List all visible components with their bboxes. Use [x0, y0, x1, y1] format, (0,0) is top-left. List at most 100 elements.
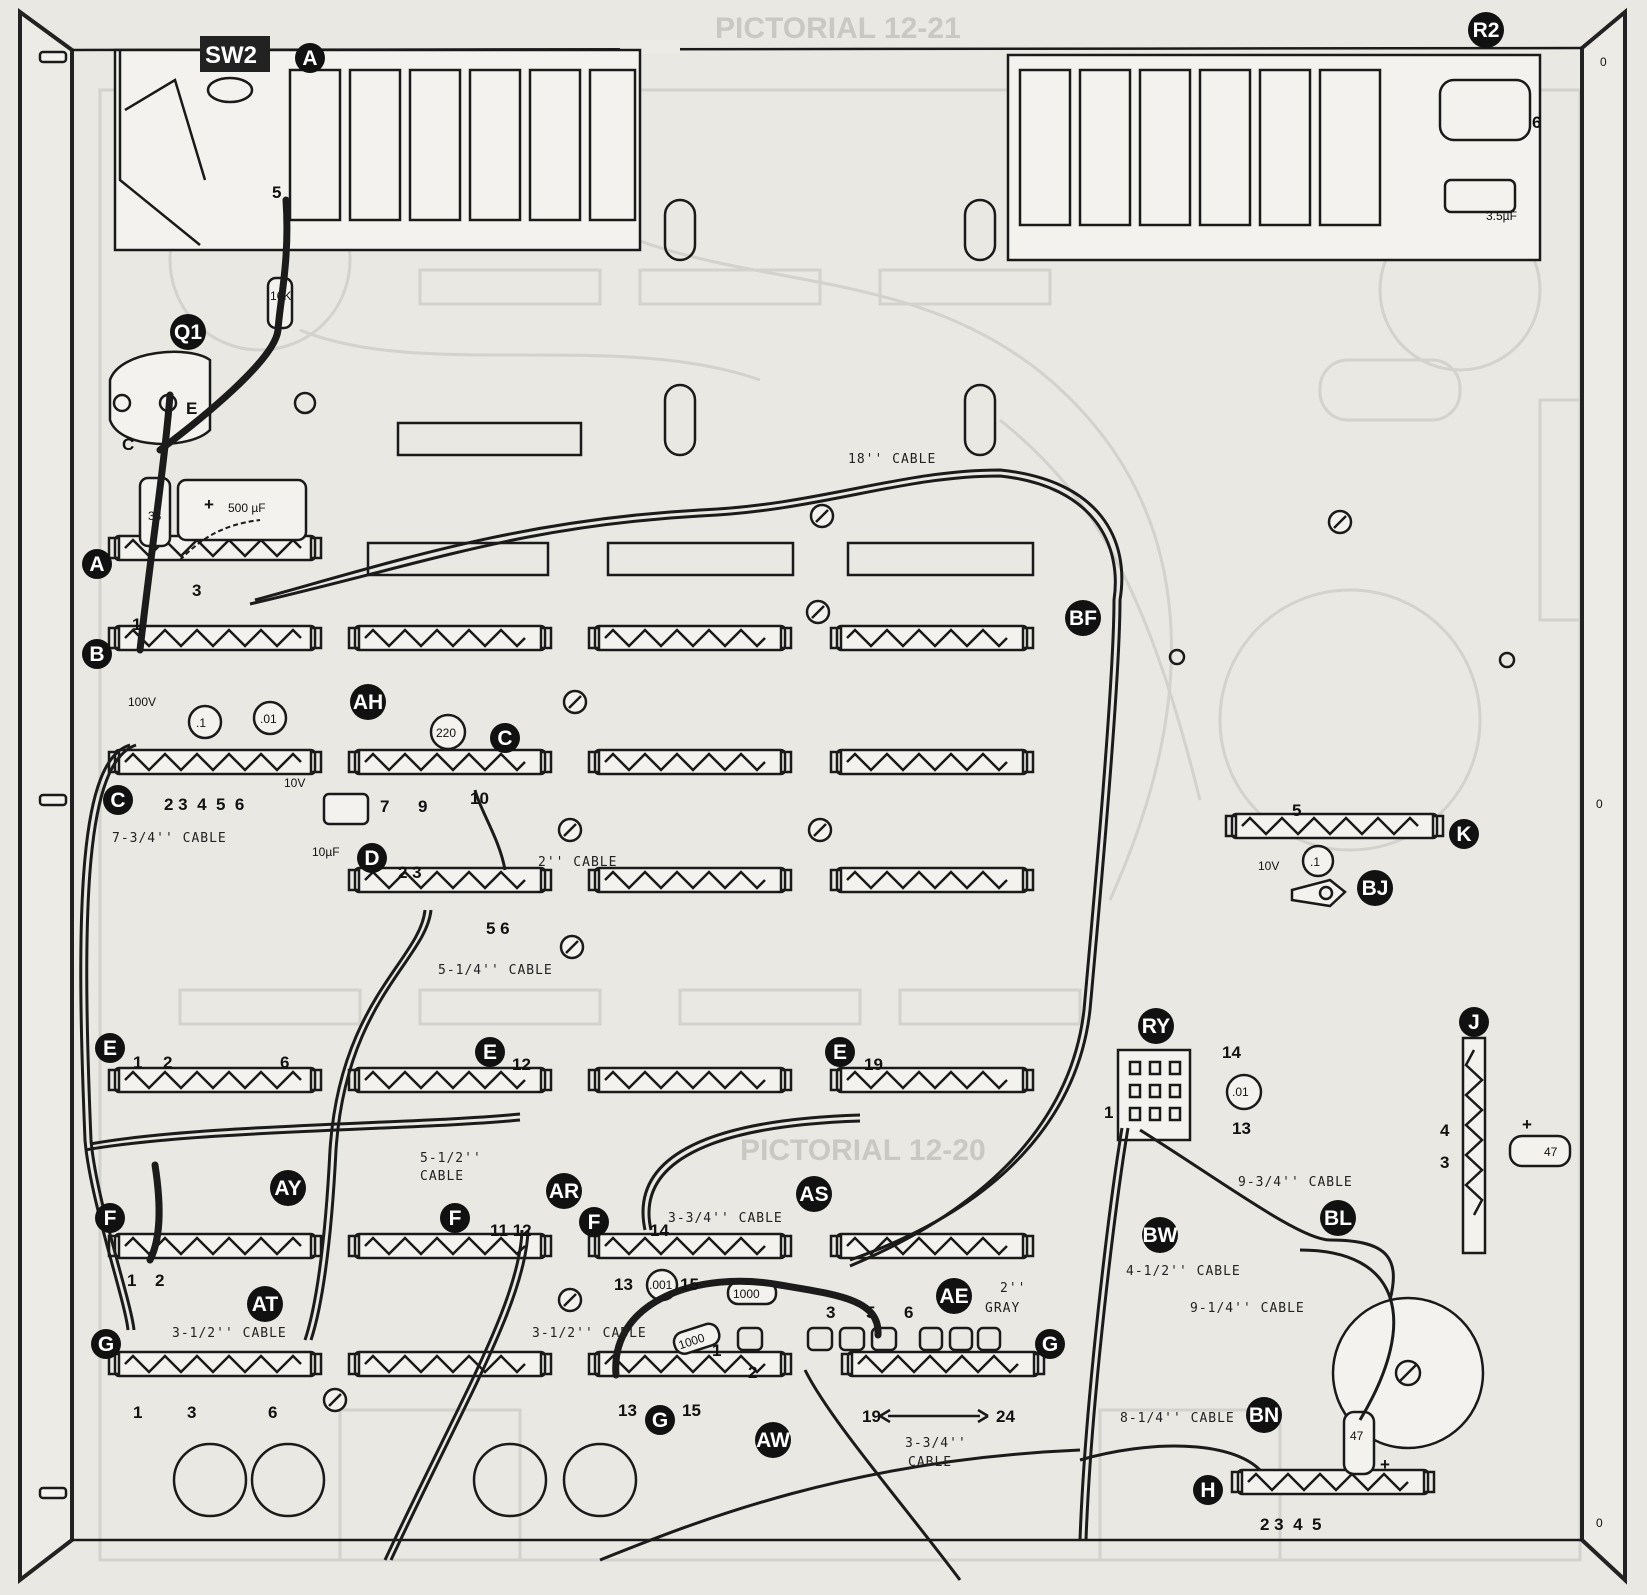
lug-number: 10 — [470, 789, 489, 808]
terminal-strip — [347, 866, 553, 894]
lug-number: 2 3 — [398, 863, 422, 882]
lug-number: 7 — [380, 797, 389, 816]
svg-text:AS: AS — [799, 1183, 828, 1206]
callout-badge-f: F — [579, 1207, 609, 1237]
lug-number: 13 — [614, 1275, 633, 1294]
cable-label: 3-1/2'' CABLE — [532, 1326, 647, 1341]
lug-number: 1 — [133, 1053, 142, 1072]
lug-number: 2 — [163, 1053, 172, 1072]
lug-number: 24 — [996, 1407, 1015, 1426]
chassis: 0 0 0 — [18, 7, 1627, 1585]
screw — [807, 817, 833, 843]
screw — [809, 503, 835, 529]
cable-label: 9-3/4'' CABLE — [1238, 1175, 1353, 1190]
lug-number: 6 — [904, 1303, 913, 1322]
resistor-value: 1000 — [733, 1287, 760, 1301]
callout-badge-k: K — [1449, 819, 1479, 849]
svg-text:A: A — [302, 47, 317, 70]
svg-text:Q1: Q1 — [174, 321, 202, 344]
svg-text:C: C — [110, 789, 125, 812]
cable-label: 8-1/4'' CABLE — [1120, 1411, 1235, 1426]
lug-number: 11 12 — [490, 1221, 532, 1240]
capacitor-500uf: 500 µF + — [176, 478, 308, 542]
voltage-rating: 10V — [1258, 859, 1279, 873]
terminal-strip — [587, 1232, 793, 1260]
callout-badge-ry: RY — [1138, 1008, 1174, 1044]
solder-lug-bj — [1290, 878, 1347, 908]
callout-badge-b: B — [82, 639, 112, 669]
callout-badge-j: J — [1459, 1007, 1489, 1037]
callout-badge-f: F — [440, 1203, 470, 1233]
polarity-plus: + — [204, 495, 214, 514]
cable-label: 9-1/4'' CABLE — [1190, 1301, 1305, 1316]
callout-badge-aw: AW — [755, 1422, 791, 1458]
terminal-strip — [347, 1066, 553, 1094]
polarity-plus: + — [1380, 1455, 1390, 1474]
svg-text:E: E — [483, 1041, 497, 1064]
svg-text:F: F — [104, 1207, 117, 1230]
lug-number: 4 — [1440, 1121, 1450, 1140]
lug-number: 19 — [862, 1407, 881, 1426]
svg-text:AW: AW — [756, 1429, 790, 1452]
wiring — [79, 196, 1396, 1581]
cable-label: 3-3/4'' — [905, 1436, 967, 1451]
voltage-rating: 100V — [128, 695, 156, 709]
cable-labels: 18'' CABLE 7-3/4'' CABLE 2'' CABLE 5-1/4… — [112, 452, 1353, 1470]
callout-badge-e: E — [95, 1033, 125, 1063]
terminal-strip — [1230, 1468, 1436, 1496]
callout-badge-bn: BN — [1246, 1397, 1282, 1433]
callout-badge-a: A — [82, 549, 112, 579]
callout-badge-a: A — [295, 43, 325, 73]
lug-number-row: 2 3 4 5 — [1260, 1515, 1321, 1534]
callout-badge-bf: BF — [1065, 600, 1101, 636]
cable-label: 5-1/2'' — [420, 1151, 482, 1166]
svg-text:AY: AY — [274, 1177, 301, 1200]
cable-label: 18'' CABLE — [848, 452, 936, 467]
disc-capacitor: .01 — [1225, 1073, 1263, 1111]
terminal-strip — [829, 748, 1035, 776]
lug-number: 12 — [512, 1055, 531, 1074]
disc-capacitor: .1 — [187, 704, 223, 740]
lug-number: 3 — [1440, 1153, 1449, 1172]
grommet — [250, 1442, 326, 1518]
svg-text:BJ: BJ — [1362, 877, 1389, 900]
cable-label: 4-1/2'' CABLE — [1126, 1264, 1241, 1279]
capacitor-value: 500 µF — [228, 501, 266, 515]
capacitor-10uf: 10µF — [312, 792, 370, 859]
lug-number: 3 — [192, 581, 201, 600]
lug-number: 19 — [864, 1055, 883, 1074]
lug-number: 13 — [1232, 1119, 1251, 1138]
cable-label: 5-1/4'' CABLE — [438, 963, 553, 978]
svg-text:A: A — [89, 553, 104, 576]
terminal-strip — [587, 748, 793, 776]
callout-badge-d: D — [357, 843, 387, 873]
mounting-screw-left-bottom — [38, 1486, 68, 1500]
lug-number: 5 6 — [486, 919, 510, 938]
capacitor-value: 47 — [1350, 1429, 1364, 1443]
terminal-strip — [587, 866, 793, 894]
capacitor-value: .01 — [260, 712, 277, 726]
lug-number: 2 — [748, 1363, 757, 1382]
callout-badge-h: H — [1193, 1475, 1223, 1505]
capacitor-47-h: 47 + — [1342, 1410, 1390, 1476]
svg-text:AT: AT — [252, 1293, 279, 1316]
pictorial-title: PICTORIAL 12-21 — [715, 12, 961, 45]
potentiometer-bl: 47 + — [1331, 1296, 1485, 1476]
ghost-pictorial-label: PICTORIAL 12-20 — [740, 1134, 986, 1167]
svg-text:BW: BW — [1143, 1224, 1178, 1247]
lug-number: 15 — [682, 1401, 701, 1420]
potentiometer-r2: 3.5µF 6 — [1438, 78, 1541, 223]
terminal-strip-j: 4 3 — [1440, 1036, 1487, 1255]
capacitor-47-j: 47 + — [1508, 1115, 1572, 1168]
edge-mark: 0 — [1596, 1516, 1603, 1530]
terminal-strip — [347, 1350, 553, 1378]
capacitor-value: 10µF — [312, 845, 340, 859]
capacitor-value: .1 — [196, 716, 206, 730]
callout-badge-ay: AY — [270, 1170, 306, 1206]
svg-text:C: C — [497, 727, 512, 750]
callout-badge-g: G — [645, 1405, 675, 1435]
svg-text:R2: R2 — [1473, 19, 1500, 42]
edge-mark: 0 — [1600, 55, 1607, 69]
svg-text:BL: BL — [1324, 1207, 1352, 1230]
capacitor-value: .01 — [1232, 1085, 1249, 1099]
